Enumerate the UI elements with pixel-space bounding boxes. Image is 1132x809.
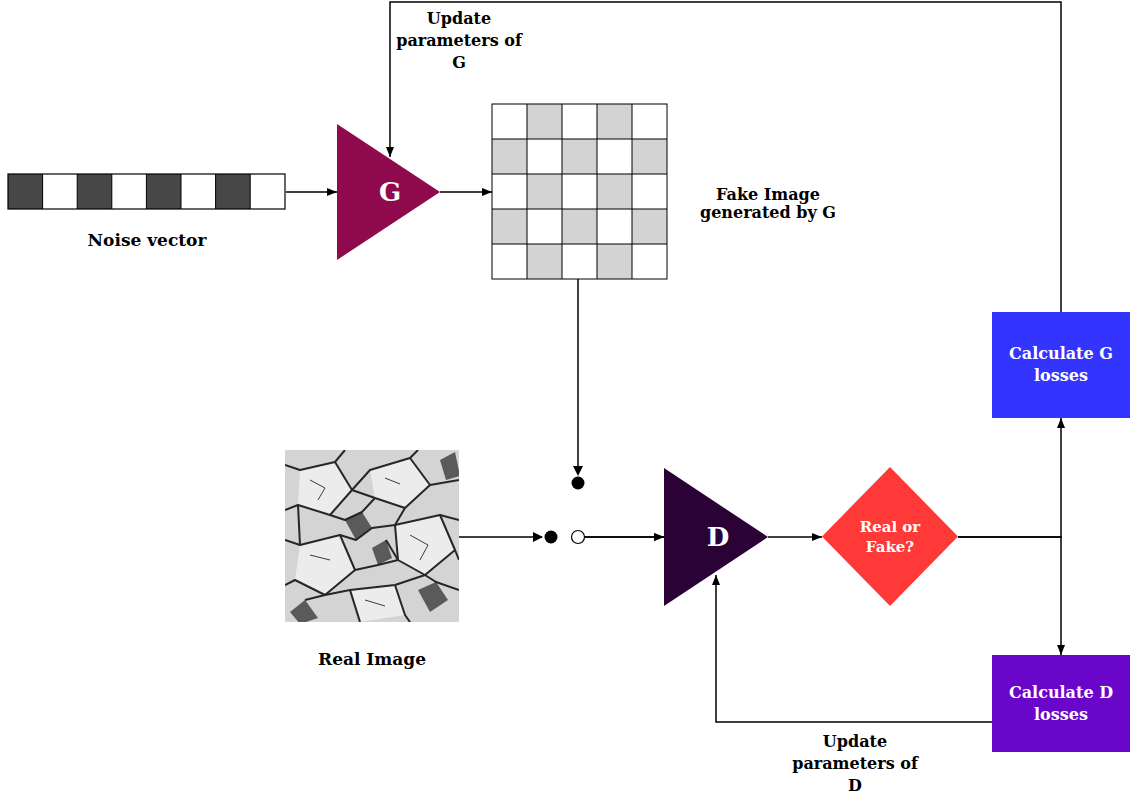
process-box-shape xyxy=(992,312,1130,418)
discriminator-triangle-outline xyxy=(664,468,768,606)
node-label: Real Image xyxy=(285,648,459,670)
connector-arrow xyxy=(716,575,992,722)
connector-arrow xyxy=(390,2,1061,312)
connector-line xyxy=(440,191,492,193)
node-label: Calculate D losses xyxy=(998,682,1124,726)
node-label: G xyxy=(363,176,417,208)
connector-arrow xyxy=(440,192,492,193)
connector-line xyxy=(716,575,992,722)
process-box-outline xyxy=(992,655,1130,752)
connector-arrow xyxy=(286,192,337,193)
connector-line xyxy=(577,279,579,474)
fake-image: Fake Image generated by G xyxy=(492,104,852,279)
process-box: Calculate G losses xyxy=(992,312,1130,418)
noise-vector: Noise vector xyxy=(8,174,286,258)
connector-line xyxy=(585,536,665,538)
noise-vector-bar xyxy=(8,174,285,209)
generator-triangle: G xyxy=(337,124,440,260)
node-label: Fake Image generated by G xyxy=(684,186,852,222)
connector-line xyxy=(768,536,822,538)
connector-line xyxy=(390,2,1061,312)
process-box-outline xyxy=(992,312,1130,418)
connector-arrow xyxy=(958,537,1061,655)
connector-line xyxy=(585,536,665,538)
edge-label: Update parameters of D xyxy=(788,731,922,797)
decision-diamond-outline xyxy=(822,467,958,606)
connector-arrow xyxy=(958,418,1061,537)
real-image: Real Image xyxy=(285,450,459,675)
connector-line xyxy=(958,418,1061,537)
connector-arrow xyxy=(459,537,664,538)
edge-label: Update parameters of G xyxy=(396,8,522,74)
connector-arrow xyxy=(768,537,822,538)
node-label: Calculate G losses xyxy=(998,343,1124,387)
connector-line xyxy=(958,537,1061,655)
connector-arrow xyxy=(578,279,664,537)
node-label: Noise vector xyxy=(8,229,286,251)
connector-line xyxy=(286,191,337,193)
generator-triangle-outline xyxy=(337,124,440,260)
input-switch xyxy=(533,466,585,544)
discriminator-triangle: D xyxy=(664,468,768,606)
node-label: Real or Fake? xyxy=(844,517,936,557)
fake-image-grid xyxy=(492,104,667,279)
process-box: Calculate D losses xyxy=(992,655,1130,752)
node-label: D xyxy=(691,521,745,553)
connector-line xyxy=(459,536,542,538)
decision-diamond: Real or Fake? xyxy=(822,467,958,606)
decision-diamond-shape xyxy=(822,467,958,606)
real-micrograph xyxy=(285,450,459,622)
process-box-shape xyxy=(992,655,1130,752)
